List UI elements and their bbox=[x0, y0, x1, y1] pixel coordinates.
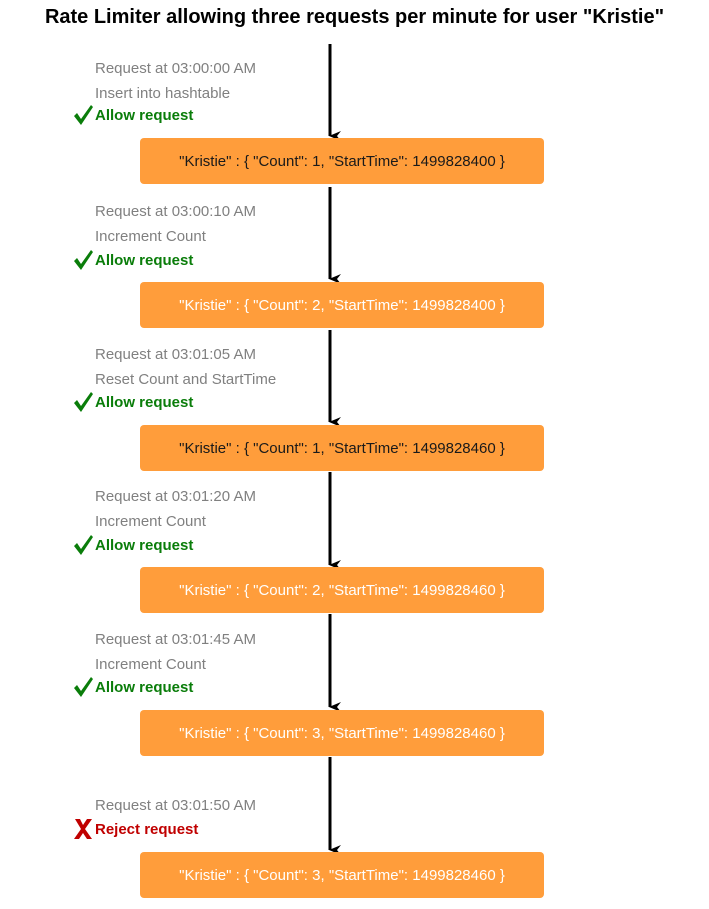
diagram-title: Rate Limiter allowing three requests per… bbox=[44, 6, 665, 28]
status-allow: Allow request bbox=[72, 104, 193, 126]
action-note: Insert into hashtable bbox=[95, 85, 231, 102]
request-note: Request at 03:01:45 AM bbox=[95, 631, 256, 648]
hashtable-entry-box: "Kristie" : { "Count": 3, "StartTime": 1… bbox=[140, 852, 544, 898]
status-reject: Reject request bbox=[72, 818, 198, 840]
check-icon bbox=[74, 105, 93, 125]
hashtable-entry-box: "Kristie" : { "Count": 2, "StartTime": 1… bbox=[140, 567, 544, 613]
status-allow: Allow request bbox=[72, 249, 193, 271]
request-note: Request at 03:01:20 AM bbox=[95, 488, 256, 505]
status-label: Reject request bbox=[95, 820, 199, 838]
check-icon bbox=[74, 677, 93, 697]
status-allow: Allow request bbox=[72, 676, 193, 698]
action-note: Increment Count bbox=[95, 513, 206, 530]
status-label: Allow request bbox=[95, 251, 194, 269]
status-allow: Allow request bbox=[72, 534, 193, 556]
request-note: Request at 03:01:50 AM bbox=[95, 797, 256, 814]
status-label: Allow request bbox=[95, 393, 194, 411]
hashtable-entry-box: "Kristie" : { "Count": 2, "StartTime": 1… bbox=[140, 282, 544, 328]
request-note: Request at 03:01:05 AM bbox=[95, 346, 256, 363]
hashtable-entry-box: "Kristie" : { "Count": 1, "StartTime": 1… bbox=[140, 138, 544, 184]
request-note: Request at 03:00:00 AM bbox=[95, 60, 256, 77]
status-label: Allow request bbox=[95, 678, 194, 696]
check-icon bbox=[74, 535, 93, 555]
status-label: Allow request bbox=[95, 106, 194, 124]
hashtable-entry-box: "Kristie" : { "Count": 3, "StartTime": 1… bbox=[140, 710, 544, 756]
hashtable-entry-box: "Kristie" : { "Count": 1, "StartTime": 1… bbox=[140, 425, 544, 471]
check-icon bbox=[74, 250, 93, 270]
action-note: Increment Count bbox=[95, 656, 206, 673]
x-icon bbox=[74, 819, 92, 839]
status-allow: Allow request bbox=[72, 391, 193, 413]
check-icon bbox=[74, 392, 93, 412]
request-note: Request at 03:00:10 AM bbox=[95, 203, 256, 220]
status-label: Allow request bbox=[95, 536, 194, 554]
action-note: Reset Count and StartTime bbox=[95, 371, 277, 388]
action-note: Increment Count bbox=[95, 228, 206, 245]
